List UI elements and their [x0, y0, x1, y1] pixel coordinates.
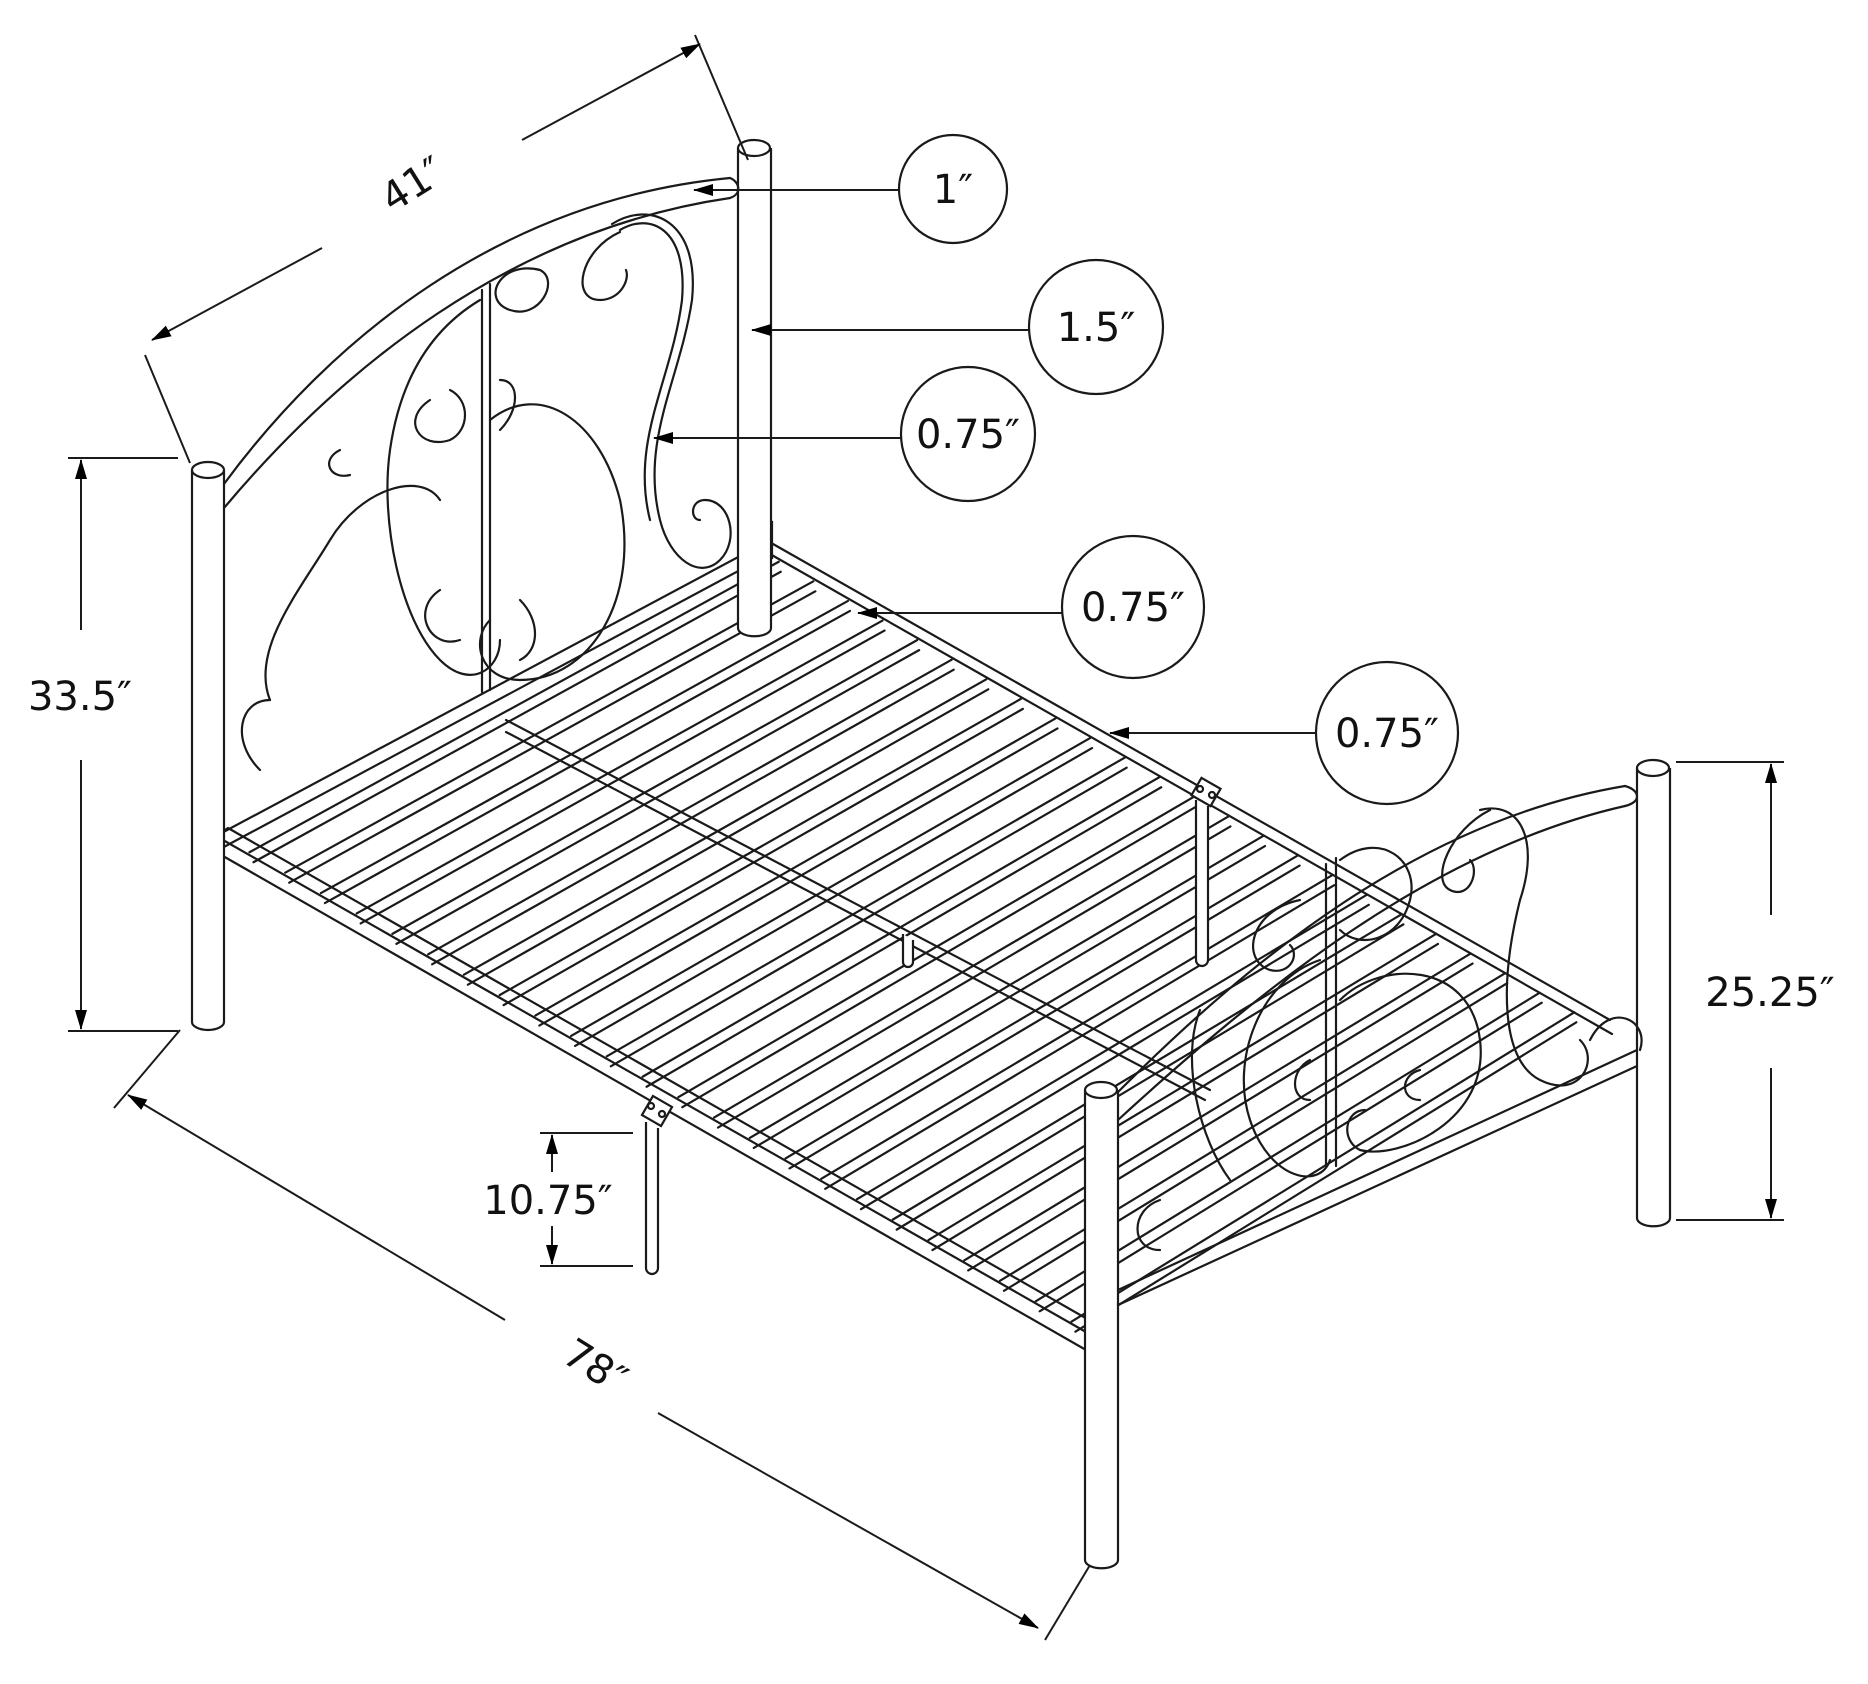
slat [427, 658, 953, 956]
slat-edge [859, 903, 1370, 1211]
left-side-rail [214, 826, 1112, 1360]
footboard-height-label: 25.25″ [1705, 970, 1834, 1016]
dimension-headboard-height: 33.5″ [28, 457, 178, 1032]
slat [534, 717, 1057, 1017]
slat-edge [395, 649, 921, 945]
footboard [1083, 758, 1672, 1570]
slat-edge [288, 590, 817, 884]
footboard-left-post [1083, 1080, 1120, 1570]
slat-edge [824, 884, 1336, 1190]
width-label: 41″ [373, 148, 453, 222]
slat-edge [359, 629, 886, 925]
slat [748, 834, 1265, 1140]
callout-post-label: 1.5″ [1057, 305, 1136, 351]
slat-edge [1074, 1021, 1578, 1333]
headboard [190, 138, 773, 1032]
slat [1034, 991, 1541, 1303]
slat-edge [1038, 1001, 1543, 1313]
center-support [504, 718, 1212, 1102]
length-label: 78″ [555, 1330, 635, 1404]
slat [248, 560, 780, 854]
headboard-height-label: 33.5″ [28, 674, 132, 720]
slat-edge [967, 962, 1474, 1272]
slat-edge [466, 688, 990, 986]
callout-post: 1.5″ [751, 258, 1165, 396]
callout-slat: 0.75″ [857, 534, 1206, 680]
slat [1070, 1011, 1576, 1323]
headboard-left-post [190, 460, 226, 1032]
slat [284, 580, 815, 874]
dimension-footboard-height: 25.25″ [1676, 761, 1835, 1221]
slat-edge [323, 609, 852, 905]
slat-edge [252, 570, 782, 864]
footboard-right-post [1635, 758, 1672, 1228]
slat-edge [502, 707, 1024, 1007]
slat [319, 599, 850, 895]
callout-side-rail: 0.75″ [1109, 660, 1460, 806]
slat [605, 756, 1126, 1058]
slat-edge [895, 923, 1405, 1231]
slat-edge [573, 746, 1094, 1048]
callout-scroll-bar-label: 0.75″ [916, 412, 1020, 458]
slat-edge [788, 864, 1301, 1170]
slat [462, 678, 988, 976]
callout-scroll-bar: 0.75″ [653, 365, 1037, 503]
slat [391, 639, 919, 935]
slat [712, 815, 1230, 1119]
slat-edge [431, 668, 955, 966]
slat-edge [931, 942, 1440, 1252]
slat [569, 736, 1092, 1038]
callout-top-rail: 1″ [693, 133, 1009, 245]
callout-top-rail-label: 1″ [933, 167, 973, 213]
head-cross-rail [214, 538, 772, 850]
slat-edge [716, 825, 1232, 1129]
slat [820, 874, 1334, 1180]
clearance-height-label: 10.75″ [483, 1178, 612, 1224]
dimension-length: 78″ [113, 1029, 1091, 1641]
slat-edge [609, 766, 1128, 1068]
bed-frame [190, 138, 1672, 1570]
slat [927, 932, 1438, 1242]
headboard-right-post [736, 138, 773, 638]
slat [498, 697, 1022, 997]
callout-side-rail-label: 0.75″ [1335, 711, 1439, 757]
center-legs [644, 800, 1210, 1276]
callout-slat-label: 0.75″ [1081, 585, 1185, 631]
slat-edge [1002, 982, 1509, 1292]
slat [641, 776, 1161, 1078]
slat [963, 952, 1472, 1262]
slat [355, 619, 884, 915]
dimension-clearance-height: 10.75″ [483, 1132, 633, 1267]
slat [677, 795, 1195, 1099]
slat-edge [681, 805, 1197, 1109]
slat [891, 913, 1403, 1221]
slat [784, 854, 1299, 1160]
slat-edge [538, 727, 1059, 1027]
slat-edge [752, 844, 1267, 1150]
